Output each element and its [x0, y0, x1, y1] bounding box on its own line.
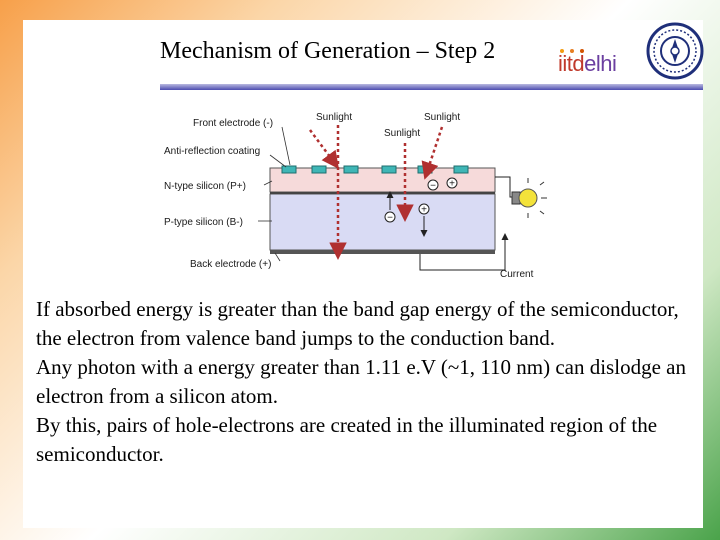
paragraph-3: By this, pairs of hole-electrons are cre… [36, 413, 658, 466]
label-sunlight-2: Sunlight [384, 128, 420, 139]
light-bulb-icon [511, 178, 547, 218]
label-sunlight-3: Sunlight [424, 112, 460, 123]
logo-prefix: iitd [558, 51, 585, 76]
svg-text:+: + [449, 179, 455, 190]
svg-text:−: − [430, 181, 436, 192]
paragraph-2: Any photon with a energy greater than 1.… [36, 355, 686, 408]
logo-suffix: elhi [584, 51, 617, 76]
hole-upper: + [446, 177, 458, 190]
label-p-type: P-type silicon (B-) [164, 217, 243, 228]
sunlight-rays [308, 125, 444, 260]
back-electrode [270, 250, 495, 254]
solar-cell-diagram: − + − + Front electr [164, 112, 547, 280]
p-type-layer [269, 193, 496, 251]
electron-upper: − [427, 179, 439, 192]
svg-text:+: + [421, 205, 427, 216]
label-current: Current [500, 269, 534, 280]
label-n-type: N-type silicon (P+) [164, 181, 246, 192]
institute-emblem-icon [646, 22, 704, 80]
label-anti-reflection: Anti-reflection coating [164, 146, 260, 157]
body-text: If absorbed energy is greater than the b… [36, 295, 701, 469]
hole-lower: + [418, 203, 430, 216]
label-front-electrode: Front electrode (-) [193, 118, 273, 129]
iit-delhi-logo: iitdelhi [558, 51, 617, 77]
electron-lower: − [384, 211, 396, 224]
slide-title: Mechanism of Generation – Step 2 [160, 38, 496, 64]
logo-dots-icon [560, 49, 584, 53]
leader-lines [258, 126, 291, 262]
slide-panel [23, 20, 703, 528]
label-back-electrode: Back electrode (+) [190, 259, 271, 270]
paragraph-1: If absorbed energy is greater than the b… [36, 297, 679, 350]
label-sunlight-1: Sunlight [316, 112, 352, 123]
svg-text:−: − [387, 213, 393, 224]
title-underline [160, 84, 703, 90]
